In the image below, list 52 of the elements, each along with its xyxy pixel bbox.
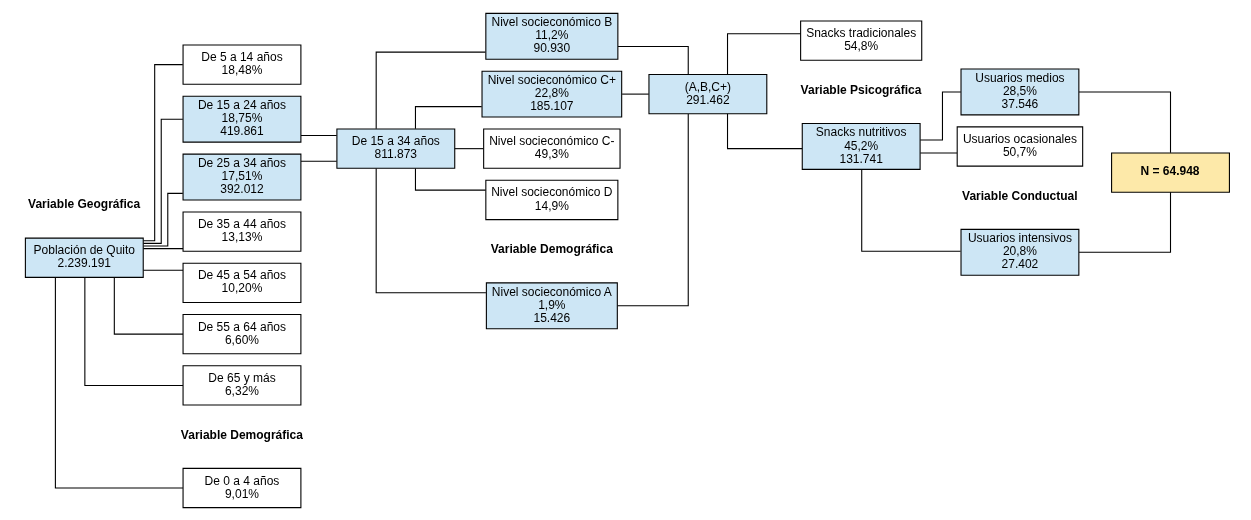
connector bbox=[300, 134, 338, 136]
node-box: Usuarios medios 28,5% 37.546 bbox=[960, 67, 1080, 115]
node-box: De 35 a 44 años 13,13% bbox=[182, 210, 302, 252]
node-box: De 55 a 64 años 6,60% bbox=[182, 313, 302, 354]
node-box: De 25 a 34 años 17,51% 392.012 bbox=[182, 153, 302, 200]
node-box: (A,B,C+) 291.462 bbox=[648, 73, 768, 114]
node-box: Nivel socieconómico C+ 22,8% 185.107 bbox=[481, 70, 623, 118]
connector bbox=[142, 269, 184, 271]
node-box: De 15 a 24 años 18,75% 419.861 bbox=[182, 95, 302, 143]
connector bbox=[617, 45, 689, 75]
label: Variable Geográfica bbox=[28, 196, 141, 211]
node-box: N = 64.948 bbox=[1111, 152, 1230, 193]
connector bbox=[414, 105, 483, 129]
node-box: Snacks tradicionales 54,8% bbox=[800, 19, 923, 61]
connector bbox=[414, 167, 487, 191]
node-box: Nivel socieconómico B 11,2% 90.930 bbox=[485, 12, 619, 60]
node-box: De 45 a 54 años 10,20% bbox=[182, 262, 302, 303]
connector bbox=[726, 32, 802, 75]
connector bbox=[1078, 191, 1172, 253]
label: Variable Demográfica bbox=[490, 241, 613, 256]
connector bbox=[726, 112, 803, 149]
label: Variable Psicográfica bbox=[800, 82, 922, 97]
connector bbox=[919, 152, 958, 154]
node-box: De 65 y más 6,32% bbox=[182, 364, 302, 406]
node-box: Usuarios intensivos 20,8% 27.402 bbox=[960, 228, 1080, 276]
connector bbox=[375, 167, 487, 293]
connector bbox=[375, 51, 486, 129]
connector bbox=[84, 276, 184, 386]
node-box: Usuarios ocasionales 50,7% bbox=[956, 125, 1084, 167]
label: Variable Conductual bbox=[962, 188, 1078, 203]
label: Variable Demográfica bbox=[180, 427, 303, 442]
node-box: De 15 a 34 años 811.873 bbox=[336, 127, 456, 169]
connector bbox=[861, 168, 962, 252]
connector bbox=[113, 276, 184, 335]
connector bbox=[54, 276, 184, 489]
node-box: De 0 a 4 años 9,01% bbox=[182, 467, 302, 508]
connector bbox=[1078, 90, 1172, 153]
node-box: Población de Quito 2.239.191 bbox=[24, 237, 144, 278]
connector bbox=[300, 160, 338, 162]
connector bbox=[621, 93, 650, 95]
node-box: Nivel socieconómico A 1,9% 15.426 bbox=[485, 281, 618, 329]
node-box: Nivel socieconómico D 14,9% bbox=[485, 179, 619, 220]
connector bbox=[142, 247, 184, 249]
connector bbox=[142, 63, 184, 241]
connector bbox=[919, 90, 962, 140]
node-box: De 5 a 14 años 18,48% bbox=[182, 43, 302, 85]
connector bbox=[142, 118, 184, 244]
connector bbox=[454, 147, 484, 149]
connector bbox=[143, 192, 184, 247]
connector bbox=[617, 112, 689, 306]
node-box: Nivel socieconómico C- 49,3% bbox=[483, 127, 621, 169]
node-box: Snacks nutritivos 45,2% 131.741 bbox=[801, 122, 921, 170]
